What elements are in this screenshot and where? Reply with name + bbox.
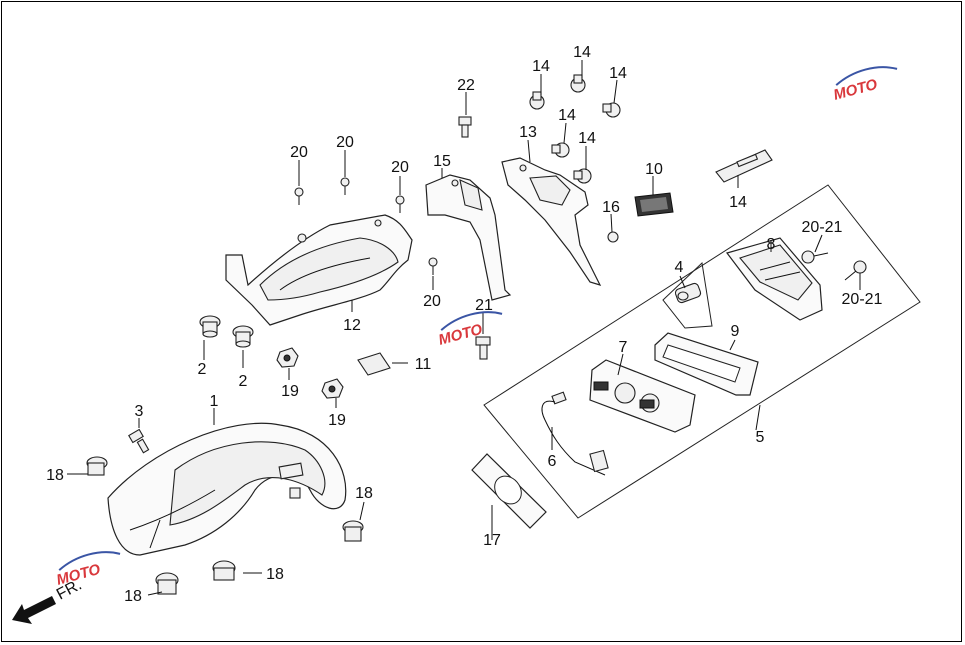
watermark-bottom-left: MOTO — [55, 551, 121, 589]
callout-7: 7 — [619, 339, 628, 356]
nut-19-a — [276, 347, 299, 368]
bolt-22 — [458, 116, 472, 138]
assembly-box-notch — [662, 261, 713, 329]
flange-bolt-18-a — [86, 456, 108, 476]
callout-3: 3 — [135, 403, 144, 420]
speed-nut-11 — [357, 352, 391, 376]
screw-2021-a — [801, 250, 829, 264]
watermark-logo: MOTO — [832, 76, 880, 104]
callout-1: 1 — [210, 393, 219, 410]
watermark-center: MOTO — [437, 311, 503, 349]
callout-2021a: 20-21 — [802, 219, 843, 236]
callout-2021b: 20-21 — [842, 291, 883, 308]
gasket-9 — [654, 332, 759, 396]
callout-13: 13 — [519, 124, 537, 141]
callout-20b: 20 — [336, 134, 354, 151]
nut-19-b — [321, 378, 344, 399]
callout-9: 9 — [731, 323, 740, 340]
plate-14 — [715, 149, 773, 183]
callout-14c: 14 — [609, 65, 627, 82]
callout-5: 5 — [756, 429, 765, 446]
callout-labels: 1 2 2 3 4 5 6 7 8 9 10 11 12 13 14 14 14… — [46, 44, 882, 605]
collar-2-a — [199, 315, 221, 338]
callout-10: 10 — [645, 161, 663, 178]
light-housing-7 — [589, 359, 696, 433]
callout-18c: 18 — [266, 566, 284, 583]
screw-20-d — [428, 257, 438, 275]
bulb-socket-4 — [674, 282, 702, 304]
bolt-14-a — [529, 91, 545, 110]
bolt-14-d — [551, 142, 570, 158]
bolt-14-c — [602, 102, 621, 118]
callout-2b: 2 — [239, 373, 248, 390]
screw-2021-b — [844, 260, 867, 281]
reflector-10 — [634, 192, 674, 217]
callout-18b: 18 — [355, 485, 373, 502]
callout-20d: 20 — [423, 293, 441, 310]
callout-12: 12 — [343, 317, 361, 334]
screw-16 — [607, 231, 619, 243]
bolt-14-b — [570, 74, 586, 93]
arrow-left-icon — [12, 596, 56, 624]
callout-11: 11 — [415, 356, 432, 373]
callout-19b: 19 — [328, 412, 346, 429]
watermark-top-right: MOTO — [832, 66, 898, 104]
plate-gasket-17 — [471, 453, 547, 529]
rear-fender — [107, 422, 347, 556]
callout-4: 4 — [675, 259, 684, 276]
callout-18a: 18 — [46, 467, 64, 484]
screw-20-a — [294, 187, 304, 205]
callout-14b: 14 — [573, 44, 591, 61]
callout-8: 8 — [767, 236, 776, 253]
callout-14a: 14 — [532, 58, 550, 75]
callout-20a: 20 — [290, 144, 308, 161]
inner-fender-bracket — [225, 214, 413, 326]
screw-20-c — [395, 195, 405, 213]
license-bracket — [425, 174, 512, 301]
assembly-box-outline — [483, 184, 921, 519]
collar-2-b — [232, 325, 254, 348]
screw-20-b — [340, 177, 350, 195]
callout-14f: 14 — [729, 194, 747, 211]
callout-17: 17 — [483, 532, 501, 549]
callout-6: 6 — [548, 453, 557, 470]
bolt-14-e — [573, 168, 592, 184]
callout-20c: 20 — [391, 159, 409, 176]
callout-22: 22 — [457, 77, 475, 94]
callout-2a: 2 — [198, 361, 207, 378]
leader-lines — [67, 60, 861, 596]
callout-19a: 19 — [281, 383, 299, 400]
flange-bolt-18-d — [155, 572, 179, 595]
flange-bolt-18-c — [212, 560, 236, 581]
wire-harness-6 — [541, 391, 609, 476]
callout-16: 16 — [602, 199, 620, 216]
callout-18d: 18 — [124, 588, 142, 605]
bolt-21 — [475, 336, 491, 360]
callout-15: 15 — [433, 153, 451, 170]
bolt-3 — [128, 428, 150, 454]
callout-14d: 14 — [558, 107, 576, 124]
tail-lens-8 — [725, 237, 823, 321]
flange-bolt-18-b — [342, 520, 364, 542]
callout-14e: 14 — [578, 130, 596, 147]
tail-light-bracket — [501, 157, 602, 286]
callout-21: 21 — [475, 297, 493, 314]
